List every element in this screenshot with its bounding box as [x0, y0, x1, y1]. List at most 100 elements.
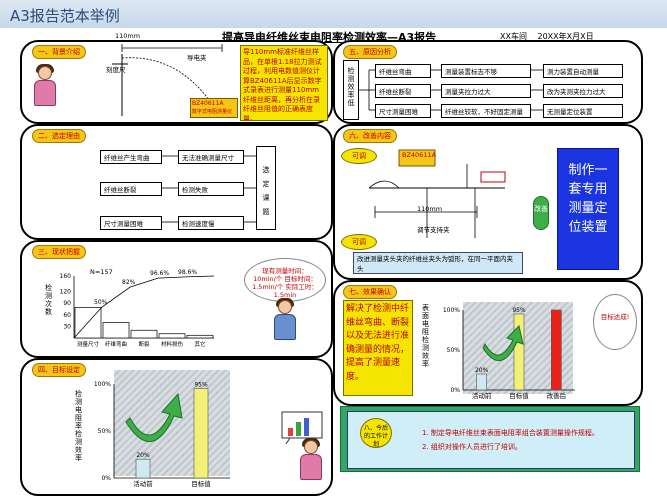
- bar-category-label: 改善后: [547, 391, 567, 400]
- fixture-bottom-label: 调节支持夹: [417, 226, 450, 234]
- reason-effect-2: 检测失败: [178, 182, 244, 196]
- cause-action-3: 无测量定位装置: [543, 104, 623, 118]
- effect-description: 解决了检测中纤维丝弯曲、断裂以及无法进行准确测量的情况，提高了测量速度。: [343, 300, 413, 396]
- cause-factor-1: 纤维丝弯曲: [375, 64, 431, 78]
- device-box: BZ40611A 数字式电阻测量仪: [190, 98, 238, 118]
- cause-factor-2: 纤维丝断裂: [375, 84, 431, 98]
- pareto-cumulative-label: 96.6%: [150, 270, 169, 277]
- background-description: 导110mm标准纤维丝样品，在单根1.18拉力测试过程，利用电数值测仪计算BZ4…: [240, 45, 328, 121]
- cause-reason-2: 测量夹拉力过大: [441, 84, 531, 98]
- header-bar: [0, 0, 667, 28]
- pareto-y-tick: 90: [63, 300, 71, 307]
- fixture-dimension: 110mm: [417, 205, 443, 213]
- bar-value-label: 20%: [136, 452, 150, 459]
- presenter-figure-2: [272, 298, 298, 346]
- pareto-y-tick: 60: [63, 312, 71, 319]
- bar-value-label: 95%: [512, 307, 526, 314]
- section-tag-effect: 七、效果确认: [343, 285, 397, 299]
- status-cloud: 现有测量时间：10min/个 目标时间：1.5min/个 实际工时：1.5min: [244, 258, 326, 302]
- plan-item-1: 1. 制定导电纤维丝束表面电阻率组合装置测量操作规程。: [422, 429, 599, 437]
- report-meta: XX车间 20XX年X月X日: [500, 32, 594, 41]
- bar-mark: [513, 313, 525, 391]
- bar-y-tick: 0%: [101, 475, 111, 482]
- board-icon: [281, 411, 323, 444]
- target-axis-label: 检测电阻率检测效率: [75, 390, 82, 462]
- pareto-x-label: 材料损伤: [161, 340, 184, 348]
- pareto-cumulative-label: 82%: [122, 279, 136, 286]
- reason-cause-1: 纤维丝产生弯曲: [100, 150, 162, 164]
- pareto-bar: [130, 329, 158, 339]
- panel-effect: 七、效果确认 解决了检测中纤维丝弯曲、断裂以及无法进行准确测量的情况，提高了测量…: [333, 280, 643, 406]
- improve-badge: 改善: [533, 196, 549, 230]
- reason-effect-3: 检测速度慢: [178, 216, 244, 230]
- pareto-cumulative-label: 50%: [94, 299, 108, 306]
- bar-y-tick: 100%: [94, 381, 111, 388]
- cause-root-box: 检测效率低: [343, 60, 359, 120]
- bar-mark: [476, 373, 487, 391]
- plan-panel: 八、今后的工作计划 1. 制定导电纤维丝束表面电阻率组合装置测量操作规程。 2.…: [340, 406, 640, 472]
- panel-background: 一、背景介绍 110mm 刻度尺 导电夹 BZ40611A 数字式电阻测量仪 导…: [20, 32, 333, 124]
- bar-mark: [135, 458, 151, 479]
- device-model: BZ40611A: [192, 100, 224, 107]
- panel-reason: 二、选定理由 纤维丝产生弯曲 无法准确测量尺寸 纤维丝断裂 检测失败 尺寸测量困…: [20, 124, 333, 240]
- pareto-chart: 306090120160测量尺寸纤维弯曲断裂材料损伤其它50%82%96.6%9…: [60, 269, 215, 348]
- panel-cause-analysis: 五、原因分析 检测效率低 纤维丝弯曲 测量装置标志不够 测力装置自动测量 纤维丝…: [333, 40, 643, 124]
- pareto-x-label: 其它: [194, 340, 205, 348]
- bar-category-label: 目标值: [509, 391, 529, 400]
- solution-text: 制作一套专用测量定位装置: [568, 163, 608, 235]
- growth-arrow: [125, 392, 183, 442]
- cause-factor-3: 尺寸测量困难: [375, 104, 431, 118]
- cause-reason-1: 测量装置标志不够: [441, 64, 531, 78]
- reason-effect-1: 无法准确测量尺寸: [178, 150, 244, 164]
- fixture-diagram: [368, 149, 506, 238]
- cause-connectors: [359, 69, 543, 111]
- page-title: A3报告范本举例: [10, 7, 120, 25]
- pareto-x-label: 测量尺寸: [77, 340, 100, 348]
- callout-adjustable: 可调: [341, 148, 377, 164]
- bar-category-label: 活动前: [472, 391, 492, 400]
- dimension-label: 110mm: [115, 32, 141, 40]
- section-tag-current: 三、现状把握: [32, 245, 86, 259]
- clamp-improvement-note: 改进测量夹头夹的纤维丝夹头为弧形，在同一平面内夹头: [353, 252, 523, 274]
- pareto-cumulative-label: 98.6%: [178, 269, 197, 276]
- pareto-cumulative-line: [73, 275, 215, 339]
- section-tag-target: 四、目标设定: [32, 363, 86, 377]
- selected-topic-box: 选定课题: [256, 146, 276, 230]
- section-tag-cause: 五、原因分析: [343, 45, 397, 59]
- pareto-bar: [102, 322, 130, 339]
- device-sub: 数字式电阻测量仪: [192, 109, 233, 115]
- bar-y-tick: 0%: [450, 387, 460, 394]
- reason-cause-3: 尺寸测量困难: [100, 216, 162, 230]
- conductor-label: 导电夹: [187, 54, 207, 62]
- bar-value-label: 20%: [475, 367, 489, 374]
- goal-cloud: 目标达成!: [593, 294, 637, 350]
- count-axis-label: 检测次数: [45, 284, 52, 316]
- reason-cause-2: 纤维丝断裂: [100, 182, 162, 196]
- bar-category-label: 活动前: [133, 479, 153, 488]
- bar-y-tick: 50%: [98, 428, 112, 435]
- sample-size: N=157: [90, 268, 113, 276]
- pareto-y-tick: 30: [63, 323, 71, 330]
- solution-box: 制作一套专用测量定位装置: [557, 148, 619, 270]
- effect-axis-label: 表面电阻检测效率: [422, 304, 429, 368]
- bar-y-tick: 50%: [447, 347, 461, 354]
- bar-mark: [551, 309, 562, 391]
- effect-arrow: [482, 325, 524, 361]
- cause-reason-3: 纤维丝较软，不好固定测量: [441, 104, 531, 118]
- presenter-figure-3: [298, 438, 324, 486]
- scale-label: 刻度尺: [106, 66, 126, 74]
- fixture-device: BZ40611A: [402, 151, 437, 159]
- section-tag-background: 一、背景介绍: [32, 45, 86, 59]
- pareto-bar: [186, 334, 214, 339]
- pareto-y-tick: 160: [60, 273, 72, 280]
- pareto-x-label: 纤维弯曲: [105, 340, 127, 348]
- section-tag-improvement: 六、改善内容: [343, 129, 397, 143]
- plan-inner: 八、今后的工作计划 1. 制定导电纤维丝束表面电阻率组合装置测量操作规程。 2.…: [347, 411, 635, 469]
- presenter-figure: [32, 64, 58, 112]
- section-tag-reason: 二、选定理由: [32, 129, 86, 143]
- title-underline: [222, 42, 444, 43]
